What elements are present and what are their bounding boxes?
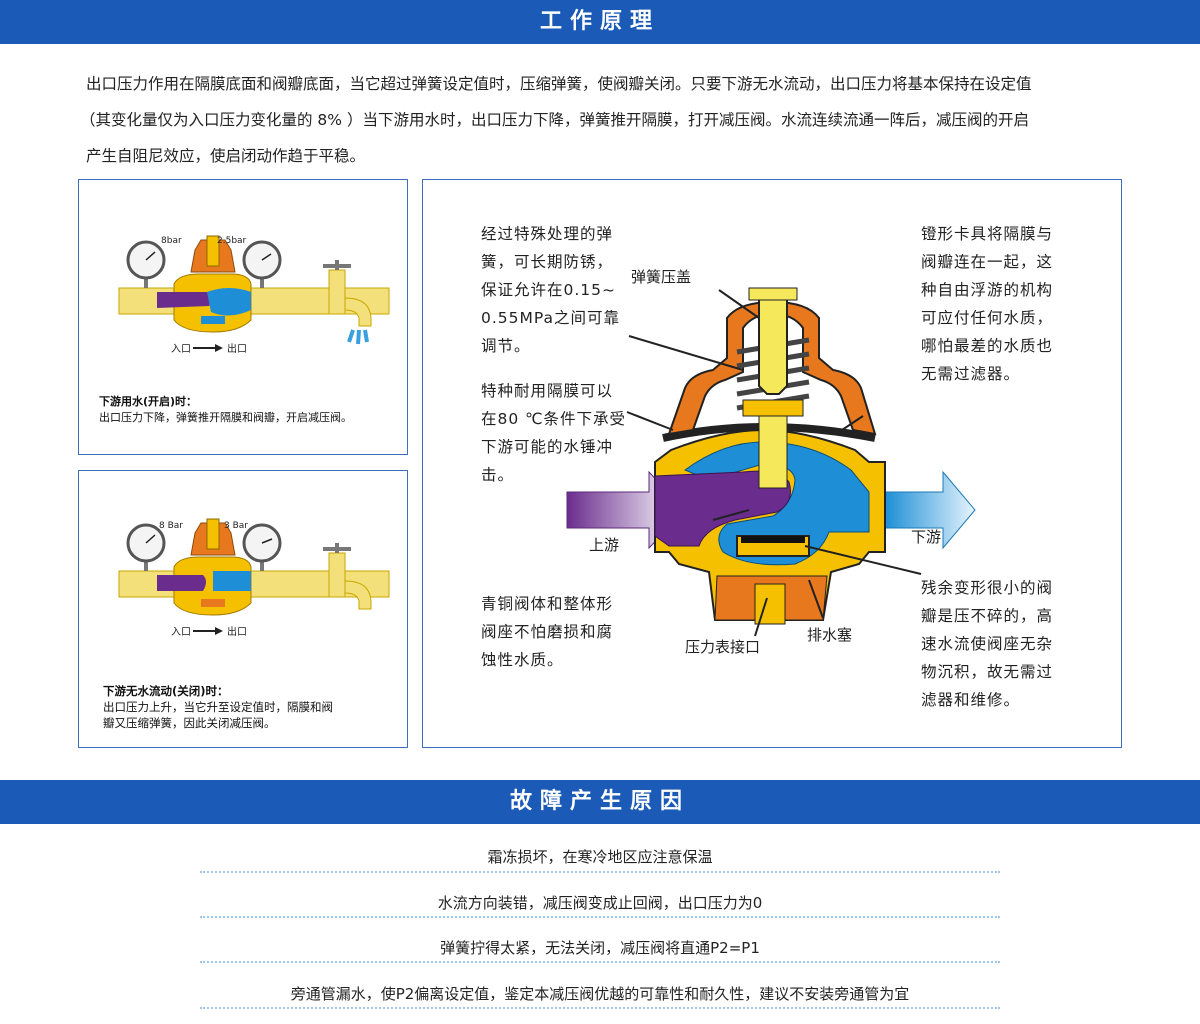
gauge-left-label: 8bar: [161, 236, 182, 246]
note-line: 经过特殊处理的弹: [481, 225, 614, 243]
gauge-right-label: 3 Bar: [224, 521, 248, 531]
downstream-water: [213, 571, 251, 591]
section-banner-fault-causes: 故障产生原因: [0, 780, 1200, 824]
intro-line: 产生自阻尼效应，使启闭动作趋于平稳。: [86, 147, 366, 165]
divider: [200, 1007, 1000, 1009]
water-stream: [347, 329, 369, 345]
note-line: 特种耐用隔膜可以: [481, 382, 614, 400]
downstream-arrow: [884, 470, 976, 550]
note-line: 青铜阀体和整体形: [481, 595, 614, 613]
fault-reason-item: 弹簧拧得太紧，无法关闭，减压阀将直通P2=P1: [440, 939, 760, 957]
leader-lines: [626, 289, 922, 637]
note-line: 无需过滤器。: [921, 365, 1021, 383]
note-body: 青铜阀体和整体形 阀座不怕磨损和腐 蚀性水质。: [481, 590, 641, 674]
valve-cross-section: 弹簧压盖 上游 下游 压力表接口 排水塞: [566, 268, 976, 656]
fault-reason-item: 霜冻损坏，在寒冷地区应注意保温: [487, 848, 713, 866]
downstream-water: [207, 288, 251, 316]
note-line: 残余变形很小的阀: [921, 579, 1054, 597]
caption-open: 下游用水(开启)时： 出口压力下降，弹簧推开隔膜和阀瓣，开启减压阀。: [99, 394, 399, 426]
note-line: 阀瓣连在一起，这: [921, 253, 1054, 271]
fault-reason-item: 旁通管漏水，使P2偏离设定值，鉴定本减压阀优越的可靠性和耐久性，建议不安装旁通管…: [290, 985, 910, 1003]
note-diaphragm: 特种耐用隔膜可以 在80 ℃条件下承受 下游可能的水锤冲 击。: [481, 377, 641, 489]
valve-open-illustration: 入口 出口 8bar 2.5bar: [118, 235, 390, 355]
note-line: 种自由浮游的机构: [921, 281, 1054, 299]
flow-in-label: 入口: [171, 627, 191, 638]
divider: [200, 916, 1000, 918]
valve-stem: [758, 405, 788, 489]
note-line: 击。: [481, 466, 515, 484]
spring-stem: [758, 295, 788, 395]
note-line: 蚀性水质。: [481, 651, 564, 669]
caption-closed: 下游无水流动(关闭)时： 出口压力上升，当它升至设定值时，隔膜和阀 瓣又压缩弹簧…: [103, 683, 403, 731]
note-line: 阀座不怕磨损和腐: [481, 623, 614, 641]
note-line: 可应付任何水质，: [921, 309, 1054, 327]
note-line: 在80 ℃条件下承受: [481, 410, 627, 428]
note-line: 瓣是压不碎的，高: [921, 607, 1054, 625]
note-line: 速水流使阀座无杂: [921, 635, 1054, 653]
note-line: 物沉积，故无需过: [921, 663, 1054, 681]
note-spring: 经过特殊处理的弹 簧，可长期防锈， 保证允许在0.15~ 0.55MPa之间可靠…: [481, 220, 641, 360]
caption-title: 下游用水(开启)时：: [99, 395, 198, 408]
label-spring-cap: 弹簧压盖: [631, 268, 691, 286]
flow-out-label: 出口: [227, 625, 247, 638]
flow-out-label: 出口: [227, 342, 247, 355]
caption-text: 出口压力下降，弹簧推开隔膜和阀瓣，开启减压阀。: [99, 411, 352, 424]
section-title: 工作原理: [539, 9, 660, 34]
label-gauge-port: 压力表接口: [685, 638, 760, 656]
intro-line: （其变化量仅为入口压力变化量的 8% ）当下游用水时，出口压力下降，弹簧推开隔膜…: [80, 111, 1029, 129]
note-disc: 残余变形很小的阀 瓣是压不碎的，高 速水流使阀座无杂 物沉积，故无需过 滤器和维…: [921, 574, 1091, 714]
note-clamp: 镫形卡具将隔膜与 阀瓣连在一起，这 种自由浮游的机构 可应付任何水质， 哪怕最差…: [921, 220, 1091, 388]
upstream-water: [157, 292, 212, 308]
note-line: 簧，可长期防锈，: [481, 253, 614, 271]
intro-paragraph: 出口压力作用在隔膜底面和阀瓣底面，当它超过弹簧设定值时，压缩弹簧，使阀瓣关闭。只…: [80, 66, 1126, 174]
panel-valve-diagram: 弹簧压盖 上游 下游 压力表接口 排水塞 经过特殊处理的弹 簧，可长期防锈， 保…: [422, 179, 1122, 748]
note-line: 哪怕最差的水质也: [921, 337, 1054, 355]
gauge-left-label: 8 Bar: [159, 521, 183, 531]
upstream-water: [157, 575, 206, 591]
note-line: 镫形卡具将隔膜与: [921, 225, 1054, 243]
label-upstream: 上游: [589, 536, 619, 554]
fault-reason-item: 水流方向装错，减压阀变成止回阀，出口压力为0: [437, 894, 763, 912]
label-downstream: 下游: [911, 528, 941, 546]
caption-line: 出口压力上升，当它升至设定值时，隔膜和阀: [103, 700, 333, 714]
section-banner-working-principle: 工作原理: [0, 0, 1200, 44]
note-line: 0.55MPa之间可靠: [481, 309, 621, 327]
note-line: 调节。: [481, 337, 531, 355]
note-line: 滤器和维修。: [921, 691, 1021, 709]
intro-line: 出口压力作用在隔膜底面和阀瓣底面，当它超过弹簧设定值时，压缩弹簧，使阀瓣关闭。只…: [86, 75, 1032, 93]
valve-closed-illustration: 入口 出口 8 Bar 3 Bar: [118, 518, 390, 638]
section-title: 故障产生原因: [509, 789, 690, 814]
panel-valve-open: 入口 出口 8bar 2.5bar 下游用水(开启)时： 出口压力下降，弹簧推开…: [78, 179, 408, 455]
note-line: 保证允许在0.15~: [481, 281, 616, 299]
gauge-right-label: 2.5bar: [217, 236, 247, 246]
divider: [200, 871, 1000, 873]
flow-in-label: 入口: [171, 344, 191, 355]
note-line: 下游可能的水锤冲: [481, 438, 614, 456]
panel-valve-closed: 入口 出口 8 Bar 3 Bar 下游无水流动(关闭)时： 出口压力上升，当它…: [78, 470, 408, 748]
divider: [200, 961, 1000, 963]
caption-title: 下游无水流动(关闭)时：: [103, 684, 229, 698]
label-drain-plug: 排水塞: [807, 626, 852, 644]
caption-line: 瓣又压缩弹簧，因此关闭减压阀。: [103, 716, 276, 730]
